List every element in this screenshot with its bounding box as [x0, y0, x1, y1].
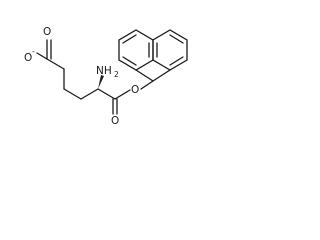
chain-bond-1: [46, 58, 65, 70]
ester-o-ch-bond: [140, 80, 154, 90]
right-ring-inner-bond-1: [169, 34, 184, 44]
carbon-chain: [46, 58, 116, 100]
chain-bond-5: [97, 88, 116, 100]
carboxylate-oxygen-minus: O: [24, 52, 32, 64]
c-o-single-bond: [36, 52, 48, 60]
right-ring-inner-bond-3: [169, 56, 184, 66]
left-ring-inner-bond-1: [122, 34, 137, 44]
chain-bond-3: [63, 88, 82, 100]
ch-right-phenyl-bond: [152, 69, 171, 82]
stereo-wedge-bond: [98, 75, 104, 89]
left-ring-inner-bond-3: [122, 56, 137, 66]
carboxylate-oxygen-top: O: [43, 26, 51, 38]
amine-group: [98, 75, 104, 89]
negative-charge: -: [32, 47, 35, 56]
benzhydryl-group: [135, 69, 171, 82]
carbonyl-oxygen-label: O: [111, 115, 119, 127]
ch-left-phenyl-bond: [135, 69, 154, 82]
left-ring-outline: [118, 29, 154, 71]
molecule-canvas: O O - NH 2 O O: [0, 0, 240, 144]
structure-drawing: O O - NH 2 O O: [24, 26, 188, 127]
ester-group: [112, 80, 154, 115]
chain-bond-4: [80, 88, 99, 100]
ester-c-o-bond: [114, 89, 131, 100]
amine-subscript: 2: [114, 70, 119, 79]
right-ring-outline: [152, 29, 188, 71]
carboxylate-group: [36, 39, 52, 60]
left-phenyl-ring: [118, 29, 154, 71]
right-phenyl-ring: [152, 29, 188, 71]
amine-label: NH: [96, 65, 112, 77]
ester-oxygen-label: O: [131, 84, 139, 96]
